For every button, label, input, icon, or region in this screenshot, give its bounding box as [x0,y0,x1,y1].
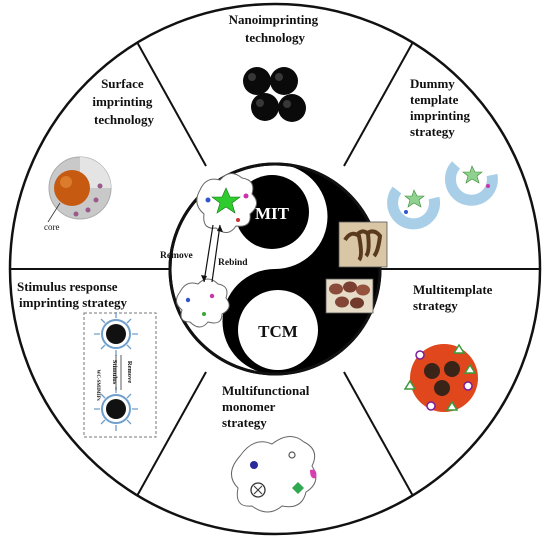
segment-stimulus-response: Stimulus response imprinting strategy WC… [17,279,157,438]
tcm-dot [238,290,318,370]
core-shell-particle-icon [47,156,112,223]
multitemplate-particle-icon [403,343,478,412]
empty-cavity [176,278,230,328]
stimulus-arrow-left-label: Stimulus [111,360,118,385]
monomer-cavity-icon [231,436,317,513]
segment-label: Stimulus response imprinting strategy [17,279,127,310]
segment-label: Surface imprinting technology [92,76,155,127]
stimulus-inset-box: WC-SMIMIPs Stimulus Remove [83,312,157,438]
segment-dummy-template: Dummy template imprinting strategy [387,76,498,230]
dummy-cavity-icon [387,186,441,230]
divider-line [136,371,207,497]
divider-line [136,41,207,167]
segment-surface: Surface imprinting technology core [44,76,155,232]
yin-yang: MIT TCM Remove Rebind [160,162,388,376]
segment-nanoimprinting: Nanoimprinting technology [229,12,322,122]
segment-label: Multifunctional monomer strategy [222,383,313,430]
stimulus-particle-icon [94,312,138,356]
remove-label: Remove [160,251,193,261]
segment-label: Nanoimprinting technology [229,12,322,45]
stimulus-top-tag: WC-SMIMIPs [95,369,100,400]
yin-yang-outline [168,162,382,376]
rebind-arrow [211,224,221,283]
divider-line [343,371,414,497]
segment-multitemplate: Multitemplate strategy [403,282,496,412]
segment-label: Multitemplate strategy [413,282,496,313]
segment-label: Dummy template imprinting strategy [410,76,473,139]
mit-label: MIT [255,204,290,223]
cavity-with-template [196,173,257,233]
tcm-label: TCM [258,322,298,341]
dummy-cavity-icon [444,161,498,206]
segment-multifunctional: Multifunctional monomer strategy [222,383,317,513]
herb-photo-roots [338,221,388,268]
rebind-label: Rebind [218,258,248,268]
stimulus-particle-icon [94,387,138,431]
divider-line [343,41,414,167]
remove-arrow [203,224,214,283]
core-label: core [44,222,60,232]
mit-dot [235,175,309,249]
nanoparticles-icon [243,67,306,122]
stimulus-arrow-right-label: Remove [126,361,133,383]
herb-photo-tubers [325,278,374,314]
